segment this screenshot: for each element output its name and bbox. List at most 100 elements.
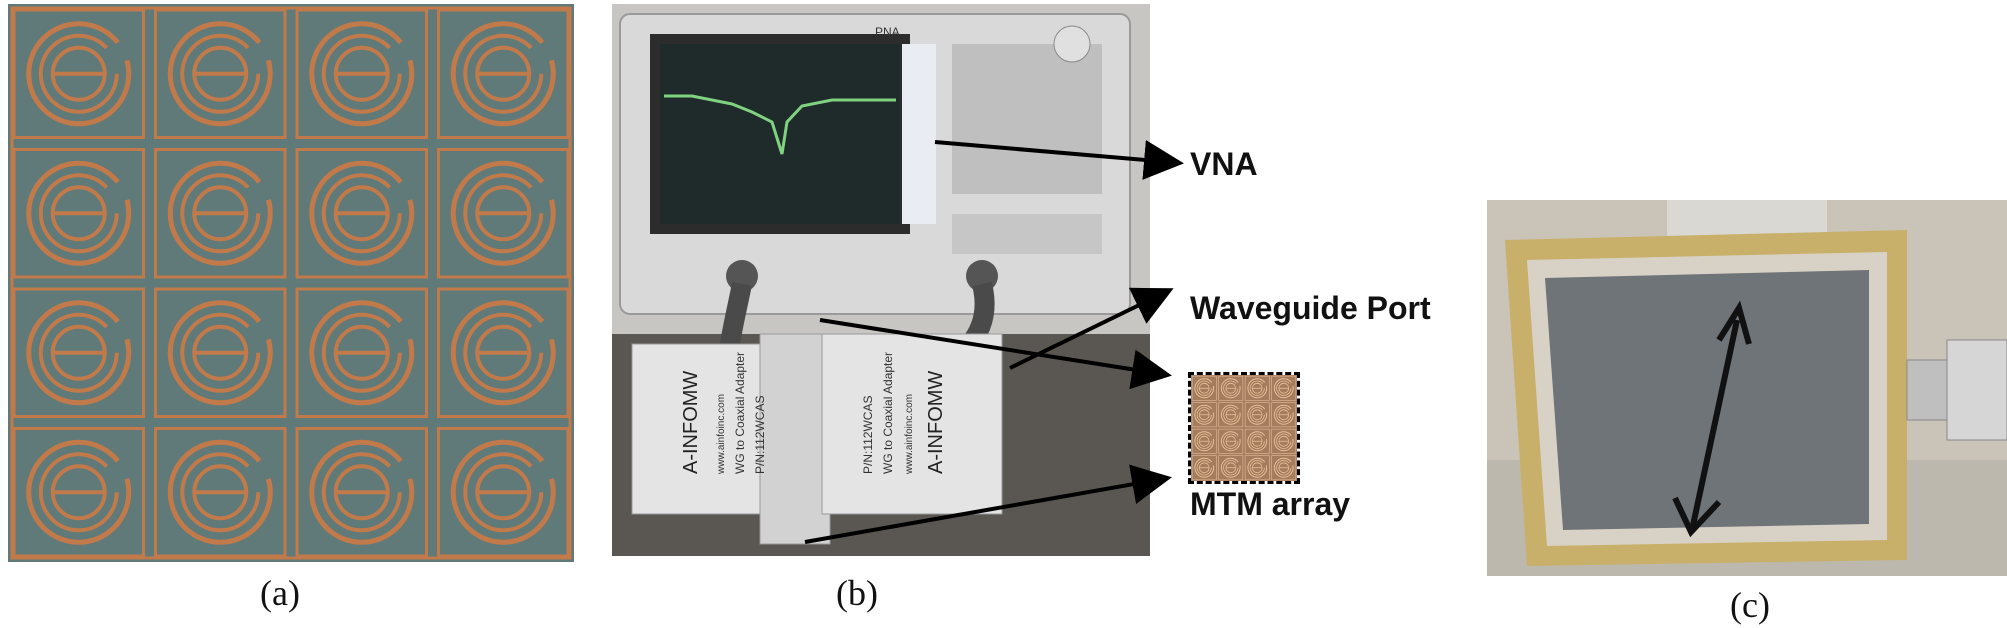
split-ring: [1273, 431, 1294, 452]
waveguide-with-mtm-photo: [1487, 200, 2007, 576]
unit-cell-frame: [295, 148, 428, 279]
split-ring: [1223, 380, 1239, 396]
split-ring: [1252, 382, 1263, 394]
split-ring: [1194, 457, 1215, 478]
caption-c: (c): [1730, 585, 1770, 625]
unit-cell-frame: [1271, 428, 1297, 454]
split-ring: [450, 21, 556, 127]
split-ring: [1223, 460, 1239, 476]
split-ring: [38, 452, 119, 533]
unit-cell-frame: [437, 148, 570, 279]
unit-cell-frame: [437, 427, 570, 558]
adapter-right-desc: WG to Coaxial Adapter: [881, 352, 895, 474]
split-ring: [1196, 433, 1212, 449]
s-parameter-trace: [664, 94, 896, 155]
split-ring: [180, 33, 261, 114]
split-ring: [450, 160, 556, 266]
connector-knurl: [1946, 339, 2007, 441]
polarization-arrow-head-top: [1716, 300, 1752, 345]
split-ring: [180, 312, 261, 393]
waveguide-flange: [759, 333, 831, 545]
split-ring: [38, 312, 119, 393]
split-ring: [309, 21, 415, 127]
split-ring: [1249, 460, 1265, 476]
split-ring: [1276, 380, 1292, 396]
split-ring: [1252, 409, 1263, 421]
split-ring: [1249, 380, 1265, 396]
split-ring: [26, 21, 132, 127]
split-ring: [1199, 462, 1210, 474]
unit-cell-frame: [154, 287, 287, 418]
split-ring: [463, 312, 544, 393]
split-ring: [1225, 409, 1236, 421]
split-ring: [1249, 407, 1265, 423]
split-ring: [38, 33, 119, 114]
adapter-left-brand: A-INFOMW: [680, 371, 702, 474]
coax-connector: [1906, 359, 1948, 421]
unit-cell-frame: [1191, 428, 1217, 454]
split-ring: [1223, 433, 1239, 449]
split-ring: [167, 160, 273, 266]
unit-cell-frame: [12, 148, 145, 279]
split-ring: [1252, 435, 1263, 447]
unit-cell-frame: [295, 427, 428, 558]
unit-cell-frame: [1244, 375, 1270, 401]
panel-b-setup-photo: PNA A-INFOMW www.ainfoinc.com WG to Coax…: [612, 4, 1150, 556]
unit-cell-frame: [12, 427, 145, 558]
split-ring: [1276, 407, 1292, 423]
unit-cell-frame: [1191, 455, 1217, 481]
split-ring: [1199, 409, 1210, 421]
split-ring: [1249, 433, 1265, 449]
split-ring: [1276, 433, 1292, 449]
split-ring: [1194, 431, 1215, 452]
unit-cell-frame: [437, 287, 570, 418]
split-ring: [167, 21, 273, 127]
array-border: [10, 6, 572, 560]
callout-waveguide-port: Waveguide Port: [1190, 290, 1431, 326]
split-ring: [1199, 435, 1210, 447]
split-ring: [463, 173, 544, 254]
split-ring: [1220, 457, 1241, 478]
measurement-setup-photo: PNA A-INFOMW www.ainfoinc.com WG to Coax…: [612, 4, 1150, 556]
unit-cell-frame: [1218, 428, 1244, 454]
unit-cell-frame: [1191, 375, 1217, 401]
unit-cell-frame: [1218, 402, 1244, 428]
split-ring: [1196, 407, 1212, 423]
split-ring: [180, 173, 261, 254]
split-ring: [38, 173, 119, 254]
callout-mtm-array: MTM array: [1190, 486, 1351, 522]
unit-cell-frame: [1218, 455, 1244, 481]
unit-cell-frame: [1244, 402, 1270, 428]
vna-softkeys: [902, 44, 936, 224]
vna-screen: [660, 44, 900, 224]
unit-cell-frame: [1271, 375, 1297, 401]
split-ring: [309, 439, 415, 545]
unit-cell-frame: [1271, 455, 1297, 481]
unit-cell-frame: [1271, 402, 1297, 428]
split-ring: [463, 33, 544, 114]
caption-a: (a): [260, 573, 300, 613]
vna-keypad: [952, 25, 1102, 254]
adapter-left-site: www.ainfoinc.com: [716, 394, 727, 475]
split-ring: [26, 160, 132, 266]
split-ring: [1252, 462, 1263, 474]
split-ring: [1276, 460, 1292, 476]
split-ring: [1225, 435, 1236, 447]
split-ring: [1194, 378, 1215, 399]
unit-cell-frame: [295, 8, 428, 139]
split-ring: [1220, 378, 1241, 399]
split-ring: [167, 439, 273, 545]
split-ring: [321, 33, 402, 114]
split-ring: [450, 300, 556, 406]
unit-cell-frame: [154, 427, 287, 558]
waveguide-adapter-left: [631, 343, 783, 515]
unit-cell-frame: [12, 287, 145, 418]
adapter-left-desc: WG to Coaxial Adapter: [733, 352, 747, 474]
split-ring: [1225, 462, 1236, 474]
adapter-left-part: P/N:112WCAS: [753, 396, 767, 474]
mtm-thumbnail: [1188, 372, 1300, 484]
split-ring: [1196, 460, 1212, 476]
panel-c-waveguide-photo: [1487, 200, 2007, 576]
callout-vna: VNA: [1190, 146, 1258, 182]
split-ring: [1247, 457, 1268, 478]
